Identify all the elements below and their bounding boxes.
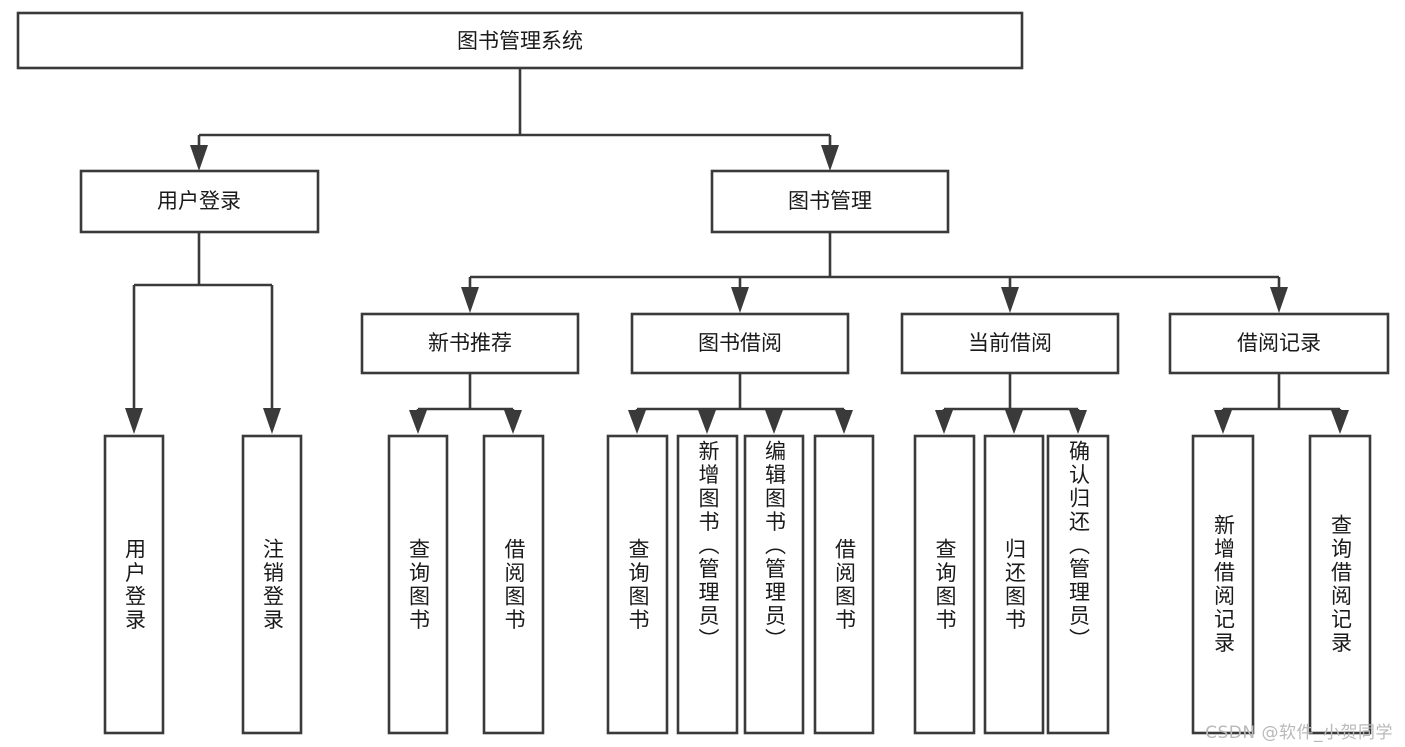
arrow-head-borrow-record: [1270, 287, 1288, 313]
arrow-head-leaf-confirm-return: [1069, 410, 1087, 434]
node-current-borrow[interactable]: 当前借阅: [900, 312, 1120, 375]
node-book-management[interactable]: 图书管理: [710, 169, 950, 234]
arrow-head-user-login: [190, 145, 208, 171]
node-book-management-label: 图书管理: [788, 189, 872, 213]
node-leaf-query-record-box[interactable]: [1308, 434, 1372, 735]
arrow-head-leaf-query-record: [1331, 410, 1349, 434]
arrow-head-book-management: [821, 145, 839, 171]
node-leaf-return-book-box[interactable]: [983, 434, 1045, 735]
node-book-borrow-box[interactable]: [630, 312, 850, 375]
node-borrow-record[interactable]: 借阅记录: [1168, 312, 1390, 375]
node-leaf-confirm-return-box[interactable]: [1046, 434, 1110, 735]
node-leaf-borrow-book-1-box[interactable]: [482, 434, 545, 735]
arrow-head-new-book-recommend: [461, 287, 479, 313]
arrow-head-leaf-borrow-book-2: [835, 410, 853, 434]
node-user-login-label: 用户登录: [157, 189, 241, 213]
node-leaf-add-book-box[interactable]: [676, 434, 739, 735]
node-leaf-borrow-book-2-box[interactable]: [813, 434, 875, 735]
connector-group-new-book-recommend-to-leaves: [409, 373, 522, 434]
arrow-head-leaf-edit-book: [765, 410, 783, 434]
arrow-head-leaf-add-record: [1214, 410, 1232, 434]
node-current-borrow-label: 当前借阅: [968, 331, 1052, 355]
node-root-box[interactable]: [16, 11, 1024, 70]
leaf-node-group: [103, 434, 1372, 735]
arrow-head-leaf-return-book: [1005, 410, 1023, 434]
node-book-borrow-label: 图书借阅: [698, 331, 782, 355]
connector-group-current-borrow-to-leaves: [935, 373, 1087, 434]
node-borrow-record-box[interactable]: [1168, 312, 1390, 375]
node-leaf-query-book-3-box[interactable]: [913, 434, 976, 735]
node-new-book-recommend[interactable]: 新书推荐: [360, 312, 580, 375]
connector-group-book-management-to-level3: [461, 232, 1288, 313]
node-root-label: 图书管理系统: [457, 29, 583, 53]
node-user-login-box[interactable]: [79, 169, 320, 234]
watermark-text: CSDN @软件_小贺同学: [1205, 723, 1393, 743]
node-leaf-logout-box[interactable]: [241, 434, 303, 735]
arrow-head-leaf-query-book-1: [409, 410, 427, 434]
arrow-head-leaf-query-book-3: [935, 410, 953, 434]
arrow-head-current-borrow: [1001, 287, 1019, 313]
node-book-management-box[interactable]: [710, 169, 950, 234]
connector-group-root-to-level2: [190, 68, 839, 171]
node-leaf-add-record-box[interactable]: [1191, 434, 1255, 735]
arrow-head-leaf-query-book-2: [628, 410, 646, 434]
connector-group-book-borrow-to-leaves: [628, 373, 853, 434]
arrow-head-book-borrow: [731, 287, 749, 313]
node-leaf-user-login-box[interactable]: [103, 434, 165, 735]
connector-group-user-login-to-leaves: [125, 232, 281, 434]
node-leaf-query-book-1-box[interactable]: [387, 434, 449, 735]
arrow-head-leaf-add-book: [698, 410, 716, 434]
node-leaf-edit-book-box[interactable]: [743, 434, 805, 735]
node-borrow-record-label: 借阅记录: [1237, 331, 1321, 355]
node-current-borrow-box[interactable]: [900, 312, 1120, 375]
node-root[interactable]: 图书管理系统: [16, 11, 1024, 70]
arrow-head-leaf-logout: [263, 408, 281, 434]
node-new-book-recommend-box[interactable]: [360, 312, 580, 375]
node-leaf-query-book-2-box[interactable]: [606, 434, 669, 735]
arrow-head-leaf-user-login: [125, 408, 143, 434]
node-user-login[interactable]: 用户登录: [79, 169, 320, 234]
node-new-book-recommend-label: 新书推荐: [428, 331, 512, 355]
node-book-borrow[interactable]: 图书借阅: [630, 312, 850, 375]
arrow-head-leaf-borrow-book-1: [504, 410, 522, 434]
connector-group-borrow-record-to-leaves: [1214, 373, 1349, 434]
